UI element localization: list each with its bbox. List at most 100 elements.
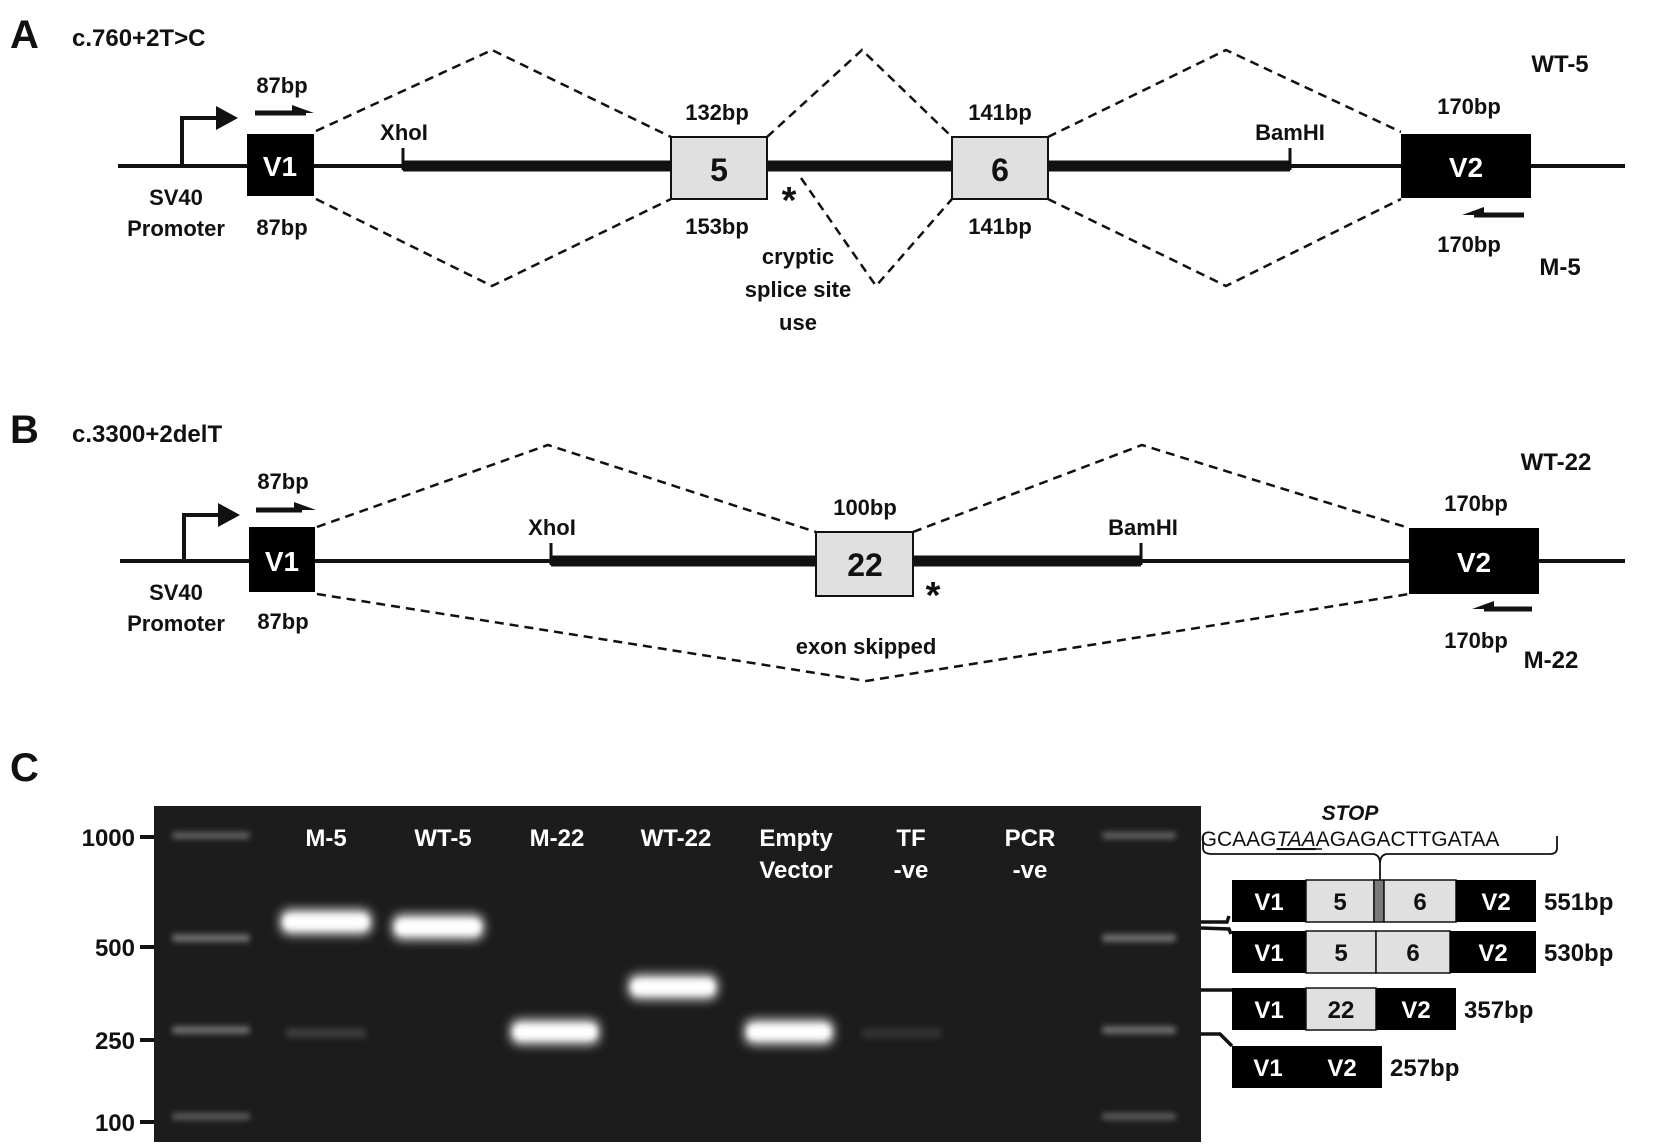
product-551: V1 5 6 V2 551bp (1232, 879, 1613, 923)
seq-stop: TAA (1276, 828, 1315, 851)
panel-a-note-1: cryptic (762, 244, 834, 269)
panel-b-reverse-primer-head (1472, 601, 1494, 609)
p357-v2 (1376, 988, 1456, 1030)
panel-a-mut-splice-1 (315, 197, 672, 288)
panel-a-promoter-1: SV40 (149, 185, 203, 210)
lane-label-m22: M-22 (530, 825, 585, 852)
panel-a: A c.760+2T>C WT-5 M-5 XhoI BamHI SV40 Pr… (10, 13, 1625, 335)
panel-a-exon5-bot: 153bp (685, 214, 749, 239)
p551-exon5-label: 5 (1333, 889, 1346, 916)
p257-v1-label: V1 (1253, 1055, 1282, 1082)
panel-a-note-2: splice site (745, 277, 851, 302)
panel-a-wt-label: WT-5 (1531, 51, 1588, 78)
p357-exon22-label: 22 (1328, 997, 1355, 1024)
panel-b-mut-splice (316, 592, 1410, 683)
panel-b-wt-splice-2 (912, 443, 1410, 534)
panel-b-v2-top: 170bp (1444, 491, 1508, 516)
panel-c-letter: C (10, 746, 39, 790)
p530-exon5 (1305, 930, 1377, 974)
panel-a-mutation: c.760+2T>C (72, 25, 205, 52)
lane-label-m5: M-5 (305, 825, 346, 852)
p551-size: 551bp (1544, 889, 1613, 916)
ladder-label-250: 250 (95, 1028, 135, 1055)
lane-label-pcr: PCR (1005, 825, 1056, 852)
p551-exon6-label: 6 (1413, 889, 1426, 916)
panel-b-mutation: c.3300+2delT (72, 421, 222, 448)
panel-a-mut-splice-2 (799, 177, 953, 289)
panel-b-promoter-arrow (182, 513, 220, 561)
p530-v2-label: V2 (1478, 940, 1507, 967)
p530-v2 (1450, 931, 1536, 973)
seq-post: AGAGACTTGATAA (1316, 828, 1500, 851)
panel-a-bamhi: BamHI (1255, 120, 1325, 145)
panel-b-v1-box (249, 527, 315, 592)
panel-a-mutation-star: * (782, 180, 797, 222)
p257-size: 257bp (1390, 1055, 1459, 1082)
panel-b-exon22-label: 22 (847, 547, 883, 583)
panel-b-wt-splice-1 (316, 443, 817, 534)
gel-ladder-left (172, 832, 250, 1120)
lane-label-pcr-ve: -ve (1013, 857, 1048, 884)
gel-faint-band-1 (286, 1028, 366, 1038)
connector-257 (1201, 1032, 1234, 1048)
panel-a-v2-bot: 170bp (1437, 232, 1501, 257)
p357-size: 357bp (1464, 997, 1533, 1024)
panel-b-forward-primer-head (294, 502, 316, 510)
panel-a-promoter-arrowhead (216, 106, 238, 130)
ladder-label-500: 500 (95, 935, 135, 962)
gel-band-m22 (510, 1019, 600, 1045)
p551-v2 (1456, 880, 1536, 922)
p530-exon5-label: 5 (1334, 940, 1347, 967)
ladder-label-100: 100 (95, 1110, 135, 1137)
panel-a-exon5-label: 5 (710, 152, 728, 188)
stop-label: STOP (1322, 802, 1380, 825)
panel-b-promoter-arrowhead (218, 503, 240, 527)
panel-a-mut-splice-3 (1047, 197, 1402, 288)
panel-b-wt-label: WT-22 (1521, 449, 1592, 476)
panel-b-exon22-box (815, 531, 914, 597)
p530-exon6-label: 6 (1406, 940, 1419, 967)
panel-b-v1-bot: 87bp (257, 609, 308, 634)
panel-a-v2-top: 170bp (1437, 94, 1501, 119)
p357-v1-label: V1 (1254, 997, 1283, 1024)
lane-label-wt5: WT-5 (414, 825, 471, 852)
panel-a-v2-label: V2 (1449, 152, 1483, 183)
lane-label-tf-ve: -ve (894, 857, 929, 884)
p357-v2-label: V2 (1401, 997, 1430, 1024)
panel-a-wt-splice-3 (1047, 48, 1402, 139)
panel-b-v2-box (1409, 528, 1539, 594)
p257-v2-label: V2 (1327, 1055, 1356, 1082)
lane-label-vector: Vector (759, 857, 832, 884)
connector-551 (1201, 915, 1231, 924)
p551-cryptic-segment (1373, 879, 1385, 923)
panel-a-promoter-2: Promoter (127, 216, 225, 241)
panel-a-v1-top: 87bp (256, 73, 307, 98)
p530-exon6 (1375, 930, 1451, 974)
panel-b-exon22-top: 100bp (833, 495, 897, 520)
panel-b-letter: B (10, 408, 39, 452)
panel-a-reverse-primer-head (1462, 207, 1484, 215)
lane-label-wt22: WT-22 (641, 825, 712, 852)
p551-v1-label: V1 (1254, 889, 1283, 916)
panel-a-letter: A (10, 13, 39, 57)
panel-b-v2-label: V2 (1457, 547, 1491, 578)
panel-a-exon6-top: 141bp (968, 100, 1032, 125)
stop-sequence: GCAAGTAAAGAGACTTGATAA (1201, 828, 1500, 851)
p357-v1 (1232, 988, 1306, 1030)
panel-b-v1-top: 87bp (257, 469, 308, 494)
panel-a-note-3: use (779, 310, 817, 335)
panel-c: C 1000 500 250 100 (10, 746, 1613, 1142)
product-530: V1 5 6 V2 530bp (1232, 930, 1613, 974)
gel-band-wt22 (628, 974, 718, 1000)
panel-a-v1-box (247, 134, 314, 196)
connector-530 (1200, 926, 1233, 935)
panel-a-exon5-top: 132bp (685, 100, 749, 125)
seq-pre: GCAAG (1201, 828, 1277, 851)
gel-band-m5 (280, 909, 372, 935)
panel-a-wt-splice-2 (766, 48, 953, 138)
p551-v2-label: V2 (1481, 889, 1510, 916)
panel-a-v2-box (1401, 134, 1531, 198)
panel-a-exon6-box (951, 136, 1049, 200)
product-357: V1 22 V2 357bp (1232, 987, 1533, 1031)
p551-v1 (1232, 880, 1306, 922)
